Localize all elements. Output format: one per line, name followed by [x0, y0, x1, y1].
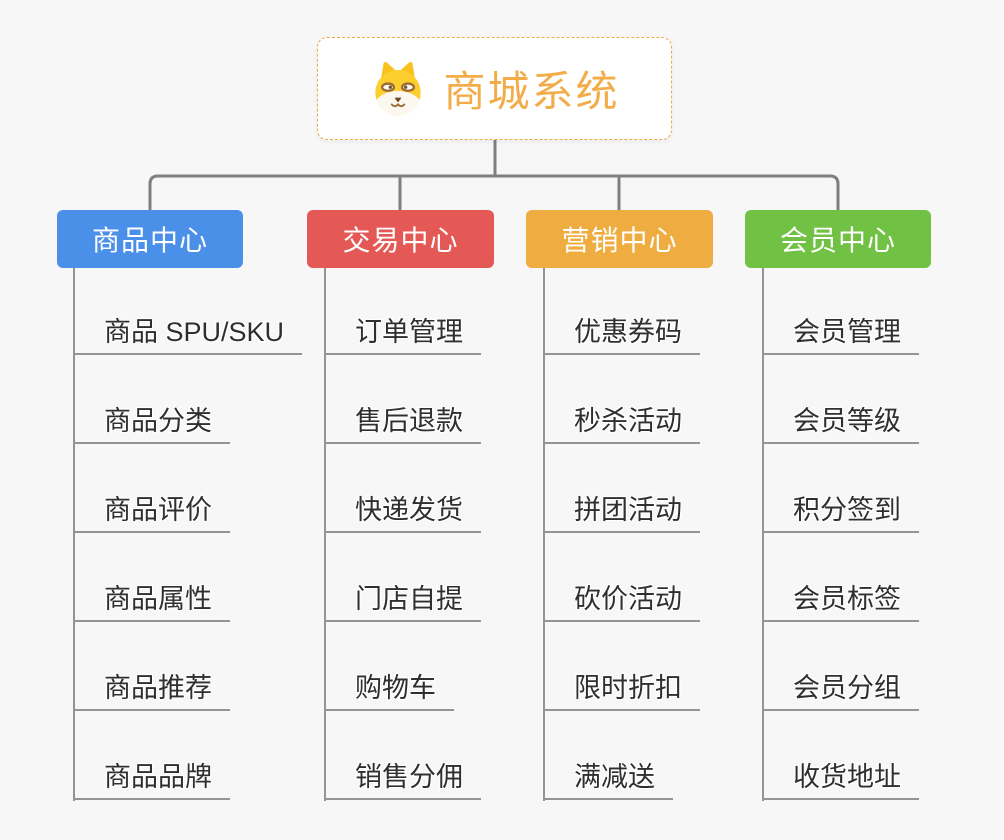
leaf-item[interactable]: 秒杀活动: [543, 400, 700, 444]
branch-label: 会员中心: [779, 225, 896, 256]
root-node[interactable]: 商城系统: [317, 37, 672, 140]
leaf-item[interactable]: 商品评价: [73, 489, 230, 533]
branch-node-3[interactable]: 会员中心: [745, 210, 931, 268]
leaf-item[interactable]: 限时折扣: [543, 667, 700, 711]
leaf-item[interactable]: 销售分佣: [324, 756, 481, 800]
leaf-item[interactable]: 门店自提: [324, 578, 481, 622]
leaf-item[interactable]: 积分签到: [762, 489, 919, 533]
dog-icon: [369, 60, 427, 118]
root-title: 商城系统: [443, 68, 620, 115]
leaf-item[interactable]: 会员等级: [762, 400, 919, 444]
branch-connector-line: [543, 268, 545, 801]
leaf-item[interactable]: 砍价活动: [543, 578, 700, 622]
leaf-item[interactable]: 优惠券码: [543, 311, 700, 355]
branch-label: 交易中心: [342, 225, 459, 256]
leaf-item[interactable]: 商品品牌: [73, 756, 230, 800]
leaf-item[interactable]: 购物车: [324, 667, 454, 711]
leaf-item[interactable]: 快递发货: [324, 489, 481, 533]
branch-connector-line: [324, 268, 326, 801]
leaf-item[interactable]: 商品 SPU/SKU: [73, 311, 303, 355]
leaf-item[interactable]: 会员标签: [762, 578, 919, 622]
leaf-item[interactable]: 售后退款: [324, 400, 481, 444]
leaf-item[interactable]: 商品属性: [73, 578, 230, 622]
leaf-item[interactable]: 订单管理: [324, 311, 481, 355]
leaf-item[interactable]: 拼团活动: [543, 489, 700, 533]
branch-label: 商品中心: [91, 225, 208, 256]
leaf-item[interactable]: 商品推荐: [73, 667, 230, 711]
leaf-item[interactable]: 会员管理: [762, 311, 919, 355]
branch-node-1[interactable]: 交易中心: [307, 210, 494, 268]
branch-node-0[interactable]: 商品中心: [57, 210, 243, 268]
leaf-item[interactable]: 会员分组: [762, 667, 919, 711]
branch-connector-line: [762, 268, 764, 801]
leaf-item[interactable]: 满减送: [543, 756, 673, 800]
leaf-item[interactable]: 商品分类: [73, 400, 230, 444]
leaf-item[interactable]: 收货地址: [762, 756, 919, 800]
branch-node-2[interactable]: 营销中心: [526, 210, 713, 268]
branch-connector-line: [73, 268, 75, 801]
branch-label: 营销中心: [561, 225, 678, 256]
